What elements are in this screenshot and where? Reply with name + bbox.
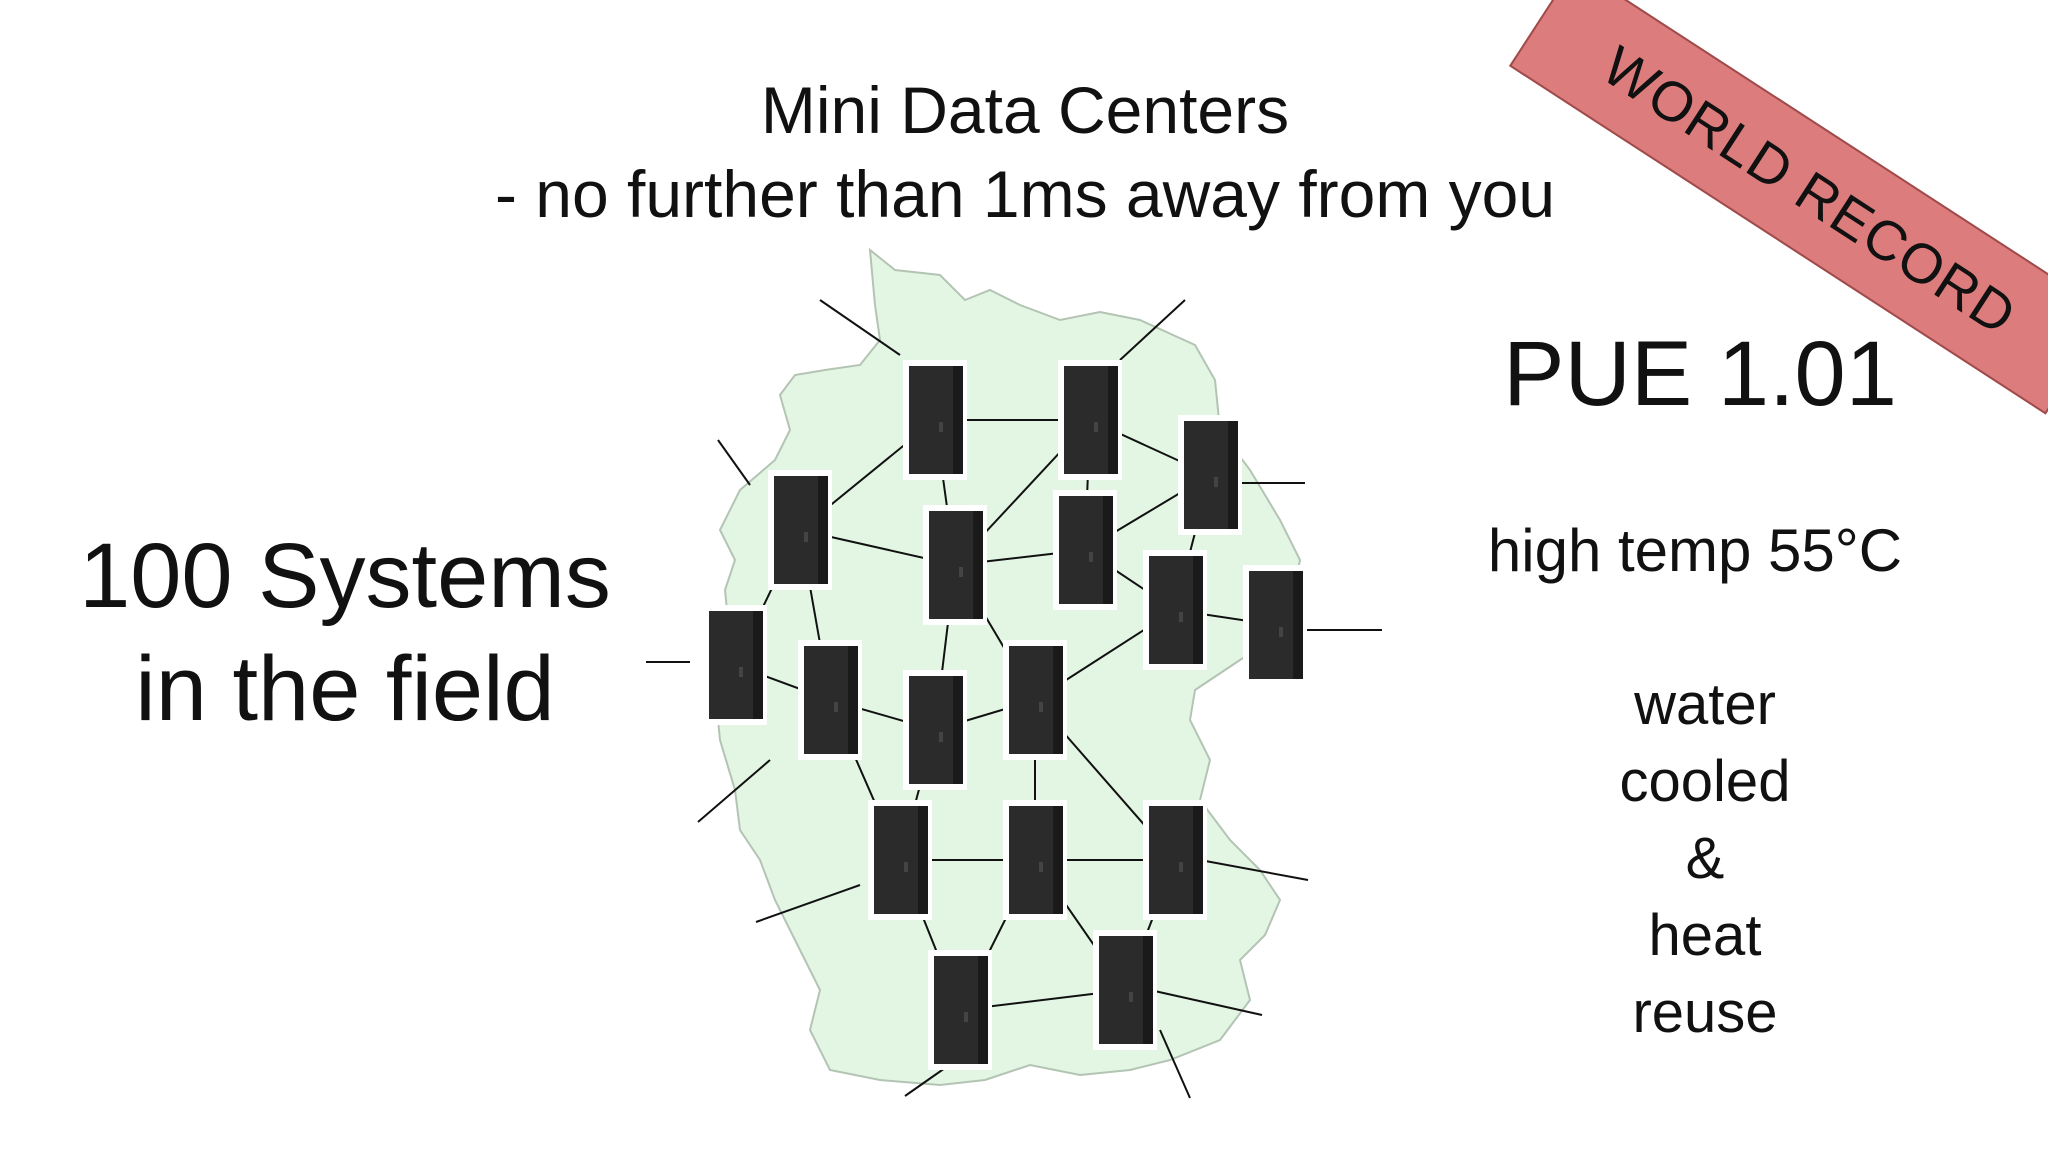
cabinet-icon xyxy=(868,800,932,920)
cabinet-icon xyxy=(923,505,987,625)
cabinet-icon xyxy=(903,670,967,790)
cabinet-icon xyxy=(1143,800,1207,920)
network-stub-link xyxy=(1199,859,1309,881)
cabinet-icon xyxy=(1003,640,1067,760)
network-stub-link xyxy=(904,1067,946,1097)
feature-cooled: cooled xyxy=(1619,749,1791,814)
network-stub-link xyxy=(1159,1029,1191,1099)
systems-location-text: in the field xyxy=(135,638,555,740)
network-stub-link xyxy=(819,299,901,356)
cabinets-group xyxy=(703,360,1307,1070)
cabinet-icon xyxy=(768,470,832,590)
cabinet-icon xyxy=(798,640,862,760)
cabinet-icon xyxy=(1243,565,1307,685)
cabinet-icon xyxy=(1053,490,1117,610)
network-stub-link xyxy=(755,884,861,923)
feature-water: water xyxy=(1634,672,1776,737)
pue-value: PUE 1.01 xyxy=(1503,323,1897,425)
cabinet-icon xyxy=(703,605,767,725)
page-title: Mini Data Centers xyxy=(760,73,1290,147)
feature-reuse: reuse xyxy=(1632,980,1778,1045)
systems-count-text: 100 Systems xyxy=(79,525,611,627)
cabinet-icon xyxy=(928,950,992,1070)
cabinet-icon xyxy=(1178,415,1242,535)
feature-ampersand: & xyxy=(1685,826,1725,891)
feature-heat: heat xyxy=(1648,903,1762,968)
cabinet-icon xyxy=(1058,360,1122,480)
network-stub-link xyxy=(1119,299,1186,361)
network-stub-link xyxy=(717,439,751,486)
cabinet-icon xyxy=(1143,550,1207,670)
network-stub-link xyxy=(697,759,771,823)
page-subtitle: - no further than 1ms away from you xyxy=(494,157,1556,231)
cabinet-icon xyxy=(1003,800,1067,920)
temperature-text: high temp 55°C xyxy=(1487,517,1903,584)
cabinet-icon xyxy=(903,360,967,480)
cabinet-icon xyxy=(1093,930,1157,1050)
network-stub-link xyxy=(1149,989,1263,1016)
